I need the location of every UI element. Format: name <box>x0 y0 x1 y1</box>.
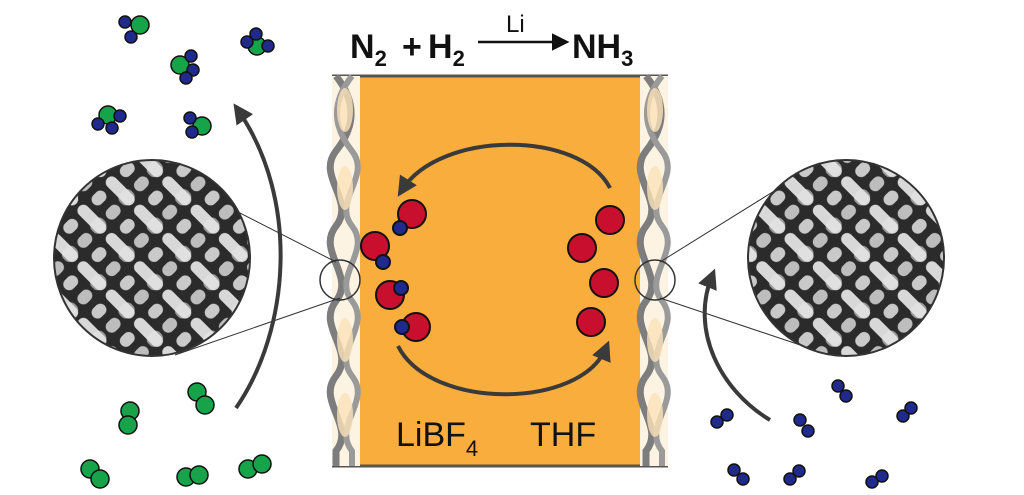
right-gas-inflow-arrow <box>698 268 772 422</box>
left-mesh-electrode <box>326 73 361 466</box>
catalyst-label: Li <box>506 11 525 38</box>
ammonia-molecule <box>170 49 200 85</box>
hydrogen-molecule <box>80 459 110 489</box>
right-mesh-electrode <box>636 73 671 466</box>
electrolyte-region <box>332 76 668 466</box>
hydrogen-molecule <box>238 454 272 479</box>
electrochemical-cell: LiBF4 THF <box>326 73 671 468</box>
nitrogen-molecule <box>865 469 889 489</box>
electrolyte-salt-label: LiBF4 <box>396 416 478 461</box>
ammonia-molecule <box>183 111 212 139</box>
right-zoom-region <box>634 259 676 301</box>
lithium-nitride-cluster-left <box>360 199 431 342</box>
right-magnifier <box>634 159 945 357</box>
electrolyte-solvent-label: THF <box>530 416 596 454</box>
lithium-cycle-top-arrow <box>397 142 612 197</box>
woven-mesh-magnified-icon <box>54 160 250 356</box>
hydrogen-molecules <box>80 382 272 489</box>
ammonia-molecule <box>91 105 127 135</box>
lithium-cluster-right <box>567 205 625 337</box>
product-nh3: NH3 <box>572 28 633 71</box>
reactant-h2: H2 <box>428 28 465 71</box>
nitrogen-molecule <box>831 379 853 403</box>
reactant-n2: N2 <box>350 28 387 71</box>
nitrogen-molecule <box>896 401 918 423</box>
ammonia-molecules <box>91 15 275 139</box>
left-gas-outflow-arrow <box>233 103 283 410</box>
plus-sign: + <box>402 28 422 66</box>
left-magnifier <box>53 159 361 357</box>
ammonia-molecule <box>118 15 150 44</box>
left-zoom-region <box>319 259 361 301</box>
woven-mesh-magnified-icon <box>748 160 944 356</box>
reaction-equation: N2 + H2 Li NH3 <box>350 11 633 71</box>
nitrogen-molecule <box>793 413 815 438</box>
lithium-cycle-bottom-arrow <box>396 340 611 397</box>
nitrogen-molecules <box>710 379 918 489</box>
nitrogen-molecule <box>783 464 806 486</box>
hydrogen-molecule <box>118 401 140 435</box>
hydrogen-molecule <box>176 465 209 487</box>
ammonia-molecule <box>240 27 275 56</box>
nitrogen-molecule <box>710 408 734 429</box>
nitrogen-molecule <box>727 463 750 486</box>
hydrogen-molecule <box>187 382 215 415</box>
